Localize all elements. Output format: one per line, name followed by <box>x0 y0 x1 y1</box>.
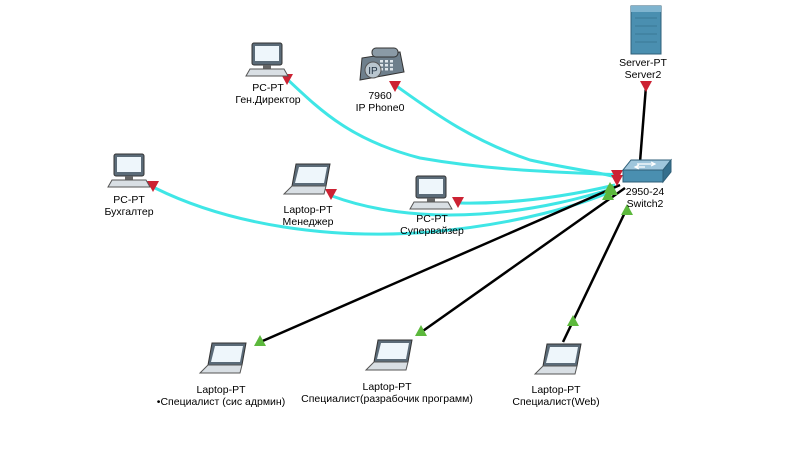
switch2-name: Switch2 <box>626 198 664 210</box>
port-up-marker <box>567 315 579 326</box>
spec-admin-name: •Специалист (сис адрмин) <box>156 396 286 408</box>
ip-phone0-icon[interactable]: IP <box>359 47 405 81</box>
port-down-marker <box>611 175 623 186</box>
ip-phone0-label[interactable]: 7960 IP Phone0 <box>356 90 405 114</box>
spec-admin-icon[interactable] <box>198 342 247 374</box>
manager-name: Менеджер <box>282 216 334 228</box>
link-server2[interactable] <box>638 85 648 163</box>
spec-dev-type: Laptop-PT <box>362 381 412 393</box>
spec-web-icon[interactable] <box>533 343 582 375</box>
server2-name: Server2 <box>624 69 662 81</box>
port-down-marker <box>640 81 652 92</box>
supervisor-name: Супервайзер <box>400 225 464 237</box>
manager-icon[interactable] <box>282 163 331 195</box>
switch2-icon[interactable] <box>621 158 673 184</box>
link-supervisor[interactable] <box>459 183 616 205</box>
buhgalter-name: Бухгалтер <box>104 206 154 218</box>
link-manager[interactable] <box>331 186 616 217</box>
buhgalter-icon[interactable] <box>107 153 151 188</box>
spec-dev-icon[interactable] <box>364 339 413 371</box>
supervisor-type: PC-PT <box>416 213 448 225</box>
spec-web-type: Laptop-PT <box>531 384 581 396</box>
port-down-marker <box>281 74 293 85</box>
server2-type: Server-PT <box>619 57 667 69</box>
switch2-type: 2950-24 <box>625 186 665 198</box>
port-up-marker <box>415 325 427 336</box>
port-down-marker <box>452 197 464 208</box>
port-up-marker <box>604 182 616 193</box>
switch2-label[interactable]: 2950-24 Switch2 <box>626 186 665 210</box>
gen-director-icon[interactable] <box>245 42 289 77</box>
buhgalter-label[interactable]: PC-PT Бухгалтер <box>104 194 153 218</box>
gen-director-name: Ген.Директор <box>235 94 301 106</box>
port-up-marker <box>621 204 633 215</box>
server2-icon[interactable] <box>630 5 662 55</box>
link-gen-director[interactable] <box>284 76 621 177</box>
port-down-marker <box>389 81 401 92</box>
spec-web-name: Специалист(Web) <box>512 396 600 408</box>
gen-director-type: PC-PT <box>252 82 284 94</box>
server2-label[interactable]: Server-PT Server2 <box>619 57 667 81</box>
port-down-marker <box>325 189 337 200</box>
spec-admin-label[interactable]: Laptop-PT •Специалист (сис адрмин) <box>157 384 285 408</box>
link-spec-admin[interactable] <box>257 183 621 345</box>
supervisor-label[interactable]: PC-PT Супервайзер <box>400 213 464 237</box>
ip-phone0-name: IP Phone0 <box>355 102 405 114</box>
buhgalter-type: PC-PT <box>113 194 145 206</box>
link-spec-dev[interactable] <box>419 186 626 335</box>
supervisor-icon[interactable] <box>409 175 453 210</box>
manager-type: Laptop-PT <box>283 204 333 216</box>
spec-web-label[interactable]: Laptop-PT Специалист(Web) <box>512 384 599 408</box>
spec-dev-label[interactable]: Laptop-PT Специалист(разрабочик программ… <box>301 381 473 405</box>
ip-badge-text: IP <box>368 66 378 77</box>
spec-dev-name: Специалист(разрабочик программ) <box>301 393 473 405</box>
link-ip-phone0[interactable] <box>394 83 621 180</box>
spec-admin-type: Laptop-PT <box>196 384 246 396</box>
ip-phone0-type: 7960 <box>368 90 392 102</box>
manager-label[interactable]: Laptop-PT Менеджер <box>283 204 334 228</box>
gen-director-label[interactable]: PC-PT Ген.Директор <box>235 82 300 106</box>
port-up-marker <box>254 335 266 346</box>
port-down-marker <box>147 181 159 192</box>
